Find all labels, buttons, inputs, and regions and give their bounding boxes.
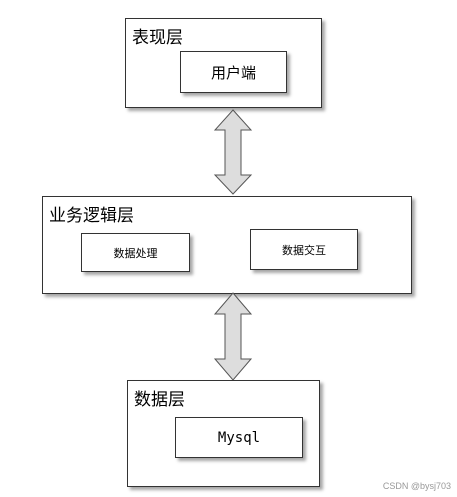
double-arrow-presentation-business — [213, 109, 253, 195]
presentation-layer: 表现层 用户端 — [125, 18, 322, 108]
double-arrow-business-data — [213, 292, 253, 381]
mysql-label: Mysql — [217, 429, 261, 446]
data-layer: 数据层 Mysql — [127, 380, 320, 487]
data-processing-box: 数据处理 — [81, 233, 190, 272]
data-processing-label: 数据处理 — [113, 246, 158, 260]
business-logic-layer-title: 业务逻辑层 — [49, 206, 134, 226]
data-layer-title: 数据层 — [134, 390, 185, 410]
data-interaction-label: 数据交互 — [282, 243, 326, 257]
mysql-box: Mysql — [175, 417, 303, 458]
business-logic-layer: 业务逻辑层 数据处理 数据交互 — [42, 196, 412, 294]
data-interaction-box: 数据交互 — [250, 229, 358, 270]
presentation-layer-title: 表现层 — [132, 28, 183, 48]
client-box: 用户端 — [180, 51, 287, 93]
watermark: CSDN @bysj703 — [382, 481, 451, 491]
client-box-label: 用户端 — [210, 63, 256, 82]
